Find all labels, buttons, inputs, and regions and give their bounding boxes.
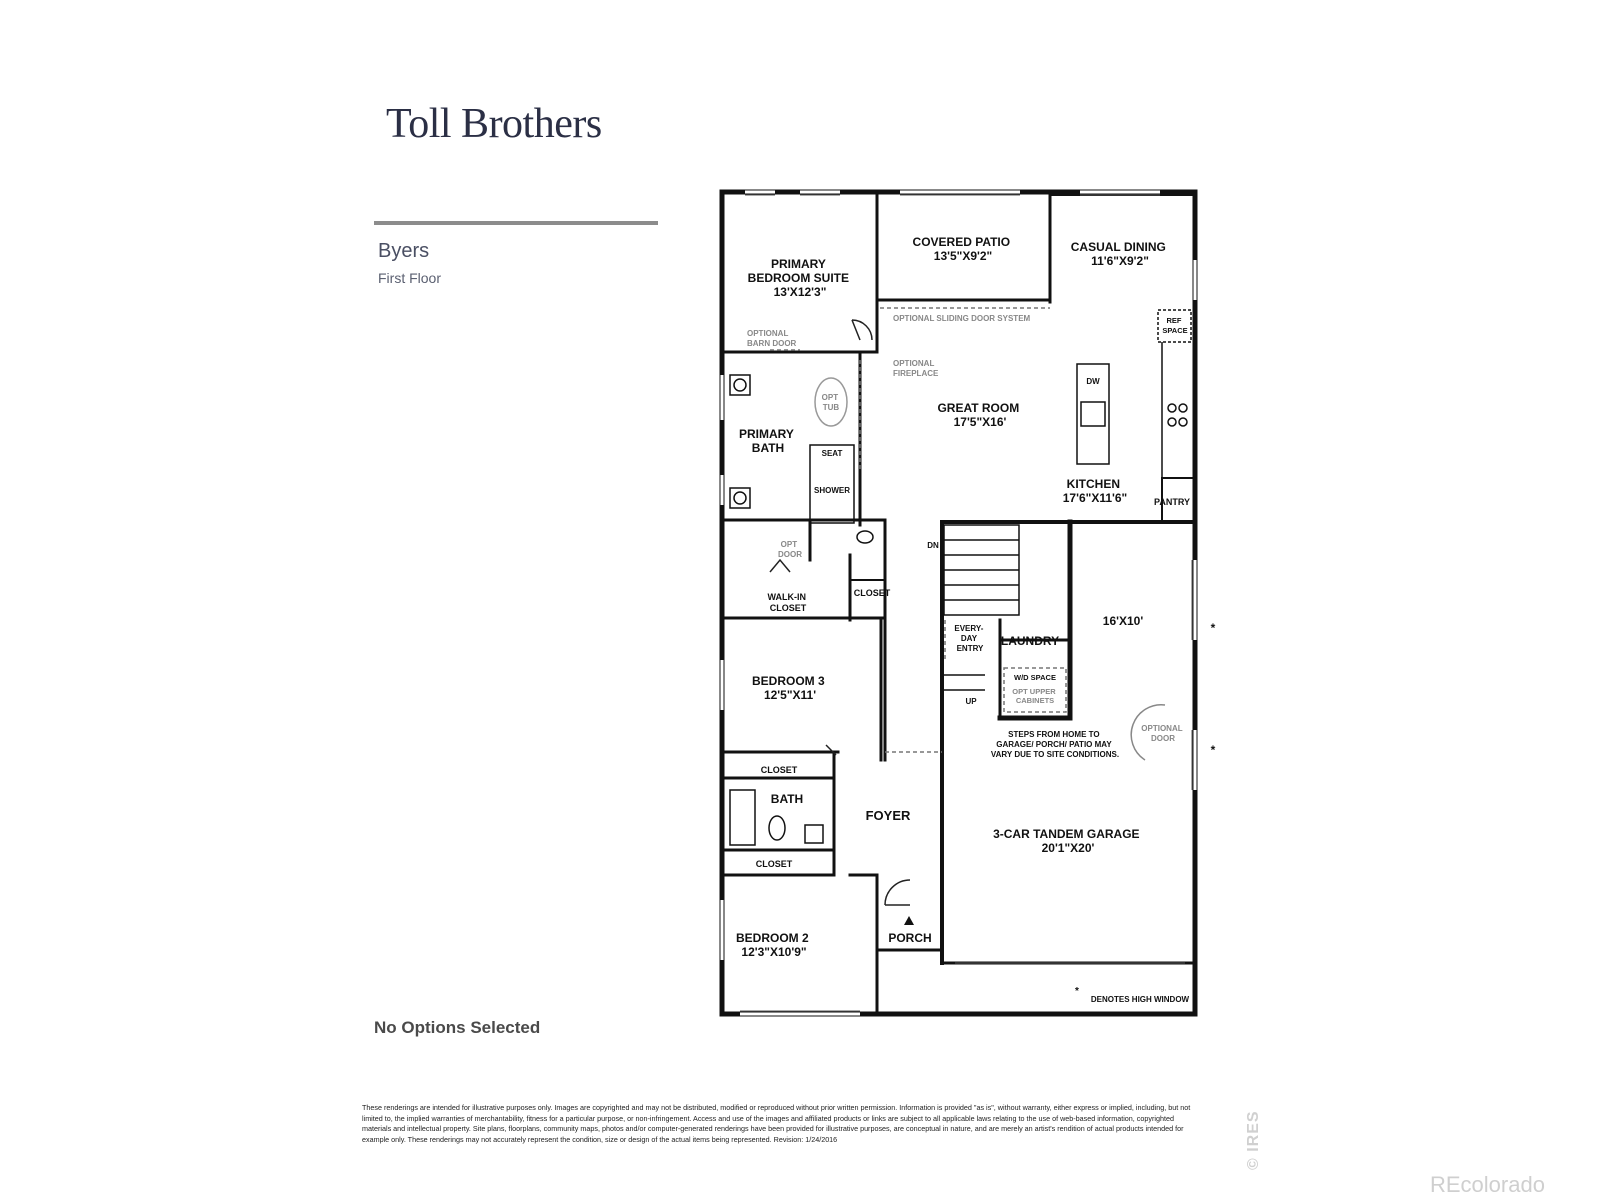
room-covered-patio: COVERED PATIO 13'5"X9'2": [913, 235, 1014, 263]
room-bedroom-2: BEDROOM 2 12'3"X10'9": [736, 931, 812, 959]
room-great-room: GREAT ROOM 17'5"X16': [937, 401, 1022, 429]
wd-space-label: W/D SPACE: [1014, 673, 1056, 682]
header-divider: [374, 221, 658, 225]
ires-watermark: © IRES: [1245, 1110, 1262, 1170]
high-window-marker: *: [1211, 743, 1216, 757]
optional-fireplace-note: OPTIONAL FIREPLACE: [893, 359, 939, 378]
room-casual-dining: CASUAL DINING 11'6"X9'2": [1071, 240, 1169, 268]
steps-note: STEPS FROM HOME TO GARAGE/ PORCH/ PATIO …: [991, 730, 1119, 759]
room-everyday-entry: EVERY- DAY ENTRY: [954, 624, 985, 653]
stairs-down-label: DN: [927, 541, 939, 550]
optional-door-note: OPTIONAL DOOR: [1141, 724, 1184, 743]
options-status: No Options Selected: [374, 1018, 541, 1037]
room-kitchen: KITCHEN 17'6"X11'6": [1063, 477, 1127, 505]
brand-logo: Toll Brothers: [386, 101, 602, 147]
room-bath: BATH: [771, 792, 803, 806]
ref-space-label: REF SPACE: [1162, 316, 1187, 335]
room-laundry: LAUNDRY: [1001, 634, 1059, 648]
room-primary-bath: PRIMARY BATH: [739, 427, 797, 455]
opt-upper-cabinets-label: OPT UPPER CABINETS: [1012, 687, 1057, 705]
closet-label: CLOSET: [854, 588, 891, 598]
room-garage: 3-CAR TANDEM GARAGE 20'1"X20': [993, 827, 1143, 855]
room-pantry: PANTRY: [1154, 497, 1190, 507]
room-foyer: FOYER: [866, 808, 911, 823]
opt-door-note: OPT DOOR: [778, 540, 802, 559]
disclaimer-text: These renderings are intended for illust…: [362, 1103, 1191, 1144]
optional-barn-door-note: OPTIONAL BARN DOOR: [747, 329, 797, 348]
plan-name: Byers: [378, 240, 430, 262]
optional-sliding-door-note: OPTIONAL SLIDING DOOR SYSTEM: [893, 314, 1031, 323]
room-walkin-closet: WALK-IN CLOSET: [767, 592, 808, 613]
room-porch: PORCH: [888, 931, 931, 945]
high-window-marker: *: [1075, 986, 1079, 997]
dishwasher-label: DW: [1086, 377, 1100, 386]
room-primary-bedroom: PRIMARY BEDROOM SUITE 13'X12'3": [748, 257, 853, 299]
recolorado-watermark: REcolorado: [1430, 1172, 1545, 1197]
room-tandem-bay: 16'X10': [1103, 614, 1144, 628]
closet-label: CLOSET: [756, 859, 793, 869]
stairs-up-label: UP: [965, 697, 977, 706]
closet-label: CLOSET: [761, 765, 798, 775]
high-window-legend: DENOTES HIGH WINDOW: [1091, 995, 1190, 1004]
room-bedroom-3: BEDROOM 3 12'5"X11': [752, 674, 828, 702]
opt-tub-label: OPT TUB: [822, 393, 841, 412]
seat-label: SEAT: [822, 449, 843, 458]
plan-floor: First Floor: [378, 270, 441, 286]
shower-label: SHOWER: [814, 486, 850, 495]
high-window-marker: *: [1211, 621, 1216, 635]
